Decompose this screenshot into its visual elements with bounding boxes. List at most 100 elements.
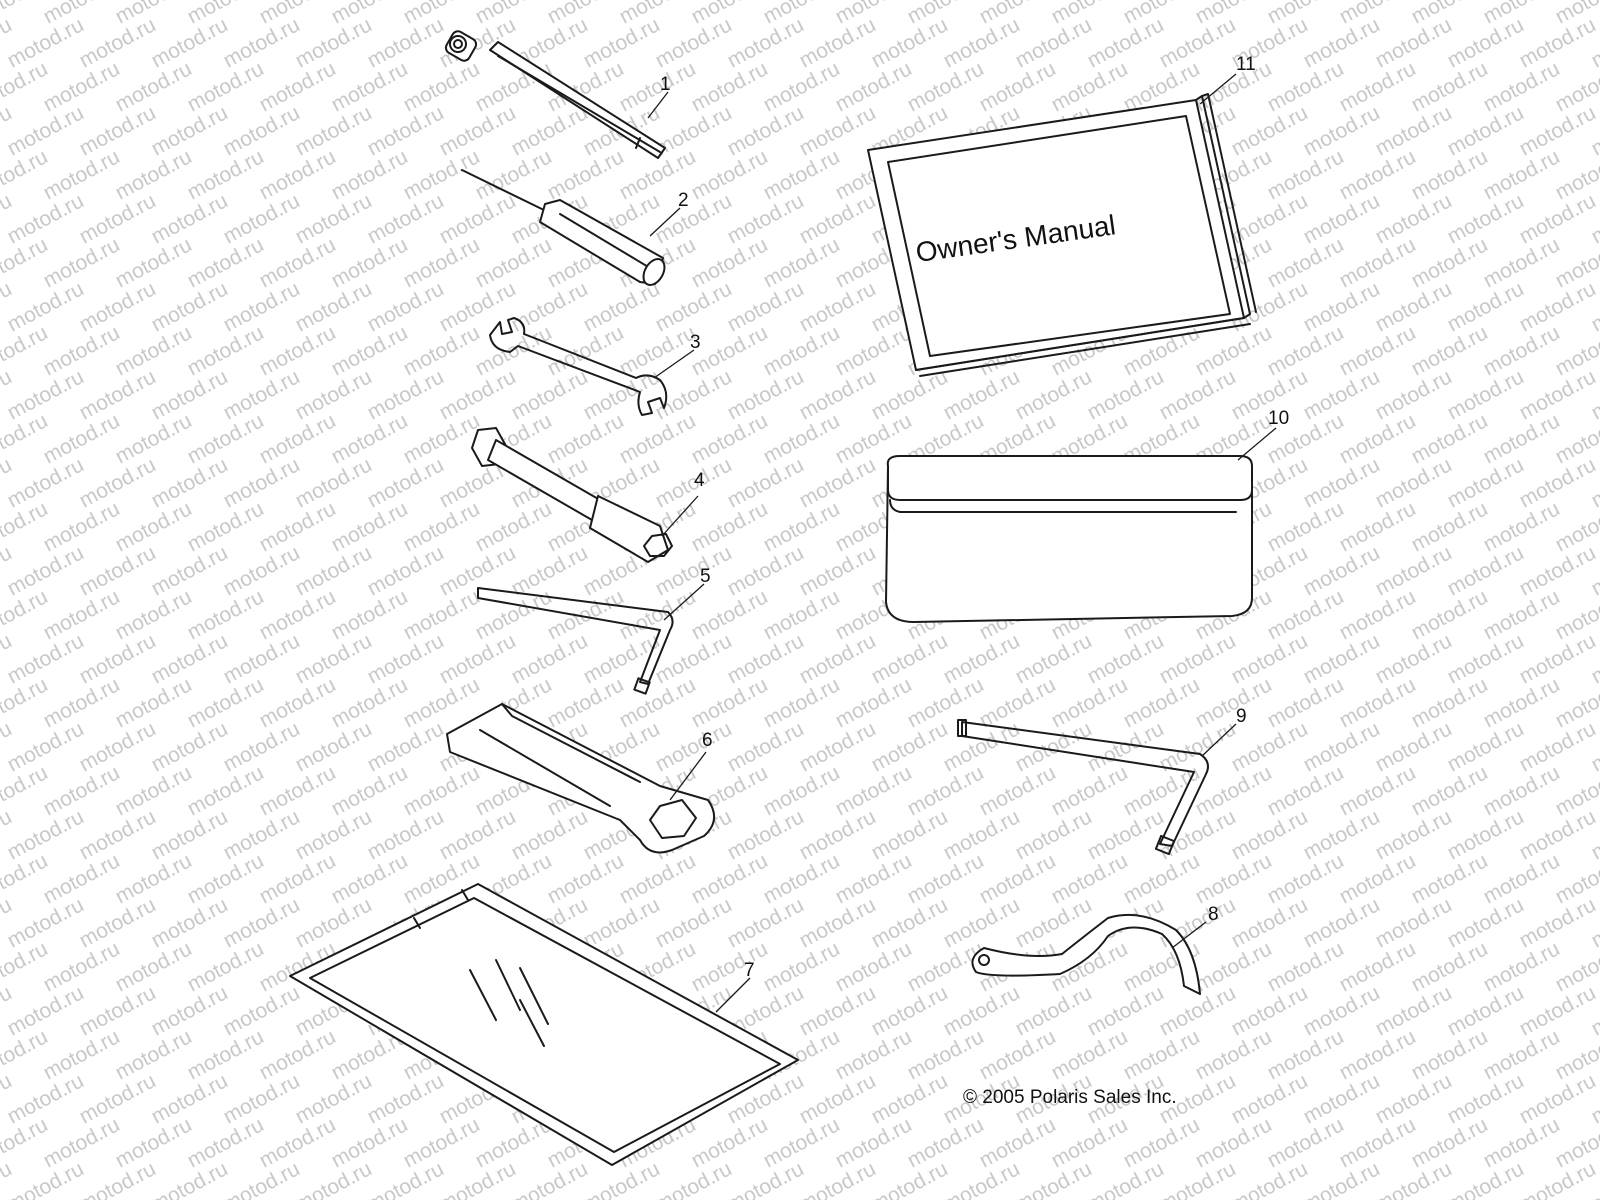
watermark-text: motod.ru — [1300, 189, 1384, 248]
watermark-text: motod.ru — [436, 101, 520, 160]
watermark-text: motod.ru — [1264, 145, 1348, 204]
watermark-text: motod.ru — [1300, 717, 1384, 776]
watermark-text: motod.ru — [724, 277, 808, 336]
watermark-text: motod.ru — [760, 321, 844, 380]
watermark-text: motod.ru — [40, 1113, 124, 1172]
watermark-text: motod.ru — [688, 57, 772, 116]
watermark-text: motod.ru — [508, 805, 592, 864]
watermark-text: motod.ru — [868, 981, 952, 1040]
watermark-text: motod.ru — [904, 761, 988, 820]
watermark-text: motod.ru — [1300, 981, 1384, 1040]
watermark-text: motod.ru — [544, 145, 628, 204]
watermark-text: motod.ru — [4, 717, 88, 776]
watermark-text: motod.ru — [1264, 673, 1348, 732]
watermark-text: motod.ru — [220, 453, 304, 512]
callout-1: 1 — [660, 74, 671, 95]
watermark-text: motod.ru — [1372, 893, 1456, 952]
watermark-text: motod.ru — [796, 541, 880, 600]
watermark-text: motod.ru — [760, 409, 844, 468]
watermark-text: motod.ru — [688, 233, 772, 292]
watermark-text: motod.ru — [1480, 321, 1564, 380]
watermark-text: motod.ru — [76, 277, 160, 336]
watermark-text: motod.ru — [1084, 365, 1168, 424]
watermark-text: motod.ru — [256, 1025, 340, 1084]
watermark-text: motod.ru — [508, 541, 592, 600]
watermark-text: motod.ru — [148, 453, 232, 512]
watermark-text: motod.ru — [1228, 981, 1312, 1040]
watermark-text: motod.ru — [1264, 761, 1348, 820]
watermark-text: motod.ru — [112, 1113, 196, 1172]
watermark-text: motod.ru — [1336, 849, 1420, 908]
watermark-text: motod.ru — [1480, 673, 1564, 732]
watermark-text: motod.ru — [40, 409, 124, 468]
watermark-text: motod.ru — [436, 629, 520, 688]
watermark-text: motod.ru — [1228, 101, 1312, 160]
watermark-text: motod.ru — [724, 13, 808, 72]
watermark-text: motod.ru — [400, 233, 484, 292]
watermark-text: motod.ru — [220, 1069, 304, 1128]
watermark-text: motod.ru — [1372, 717, 1456, 776]
watermark-text: motod.ru — [1444, 629, 1528, 688]
watermark-text: motod.ru — [184, 1113, 268, 1172]
watermark-text: motod.ru — [1300, 13, 1384, 72]
watermark-text: motod.ru — [1156, 893, 1240, 952]
watermark-text: motod.ru — [40, 497, 124, 556]
watermark-text: motod.ru — [1336, 321, 1420, 380]
watermark-text: motod.ru — [76, 453, 160, 512]
watermark-text: motod.ru — [832, 937, 916, 996]
watermark-text: motod.ru — [256, 761, 340, 820]
watermark-text: motod.ru — [4, 893, 88, 952]
watermark-text: motod.ru — [220, 717, 304, 776]
leader-10 — [1237, 427, 1277, 461]
watermark-text: motod.ru — [364, 629, 448, 688]
watermark-text: motod.ru — [1480, 497, 1564, 556]
watermark-text: motod.ru — [1408, 937, 1492, 996]
watermark-text: motod.ru — [400, 409, 484, 468]
watermark-text: motod.ru — [868, 717, 952, 776]
watermark-text: motod.ru — [112, 233, 196, 292]
watermark-text: motod.ru — [148, 1069, 232, 1128]
watermark-text: motod.ru — [1480, 849, 1564, 908]
watermark-text: motod.ru — [400, 57, 484, 116]
leader-7 — [715, 977, 751, 1013]
watermark-text: motod.ru — [904, 1113, 988, 1172]
watermark-text: motod.ru — [472, 233, 556, 292]
callout-5: 5 — [700, 566, 711, 587]
watermark-text: motod.ru — [652, 893, 736, 952]
watermark-text: motod.ru — [832, 673, 916, 732]
watermark-text: motod.ru — [1372, 805, 1456, 864]
watermark-text: motod.ru — [1264, 321, 1348, 380]
watermark-text: motod.ru — [112, 849, 196, 908]
watermark-text: motod.ru — [1372, 277, 1456, 336]
watermark-text: motod.ru — [1408, 1113, 1492, 1172]
watermark-text: motod.ru — [364, 365, 448, 424]
watermark-text: motod.ru — [364, 805, 448, 864]
watermark-text: motod.ru — [796, 189, 880, 248]
watermark-text: motod.ru — [1516, 365, 1600, 424]
watermark-text: motod.ru — [1264, 849, 1348, 908]
watermark-text: motod.ru — [616, 321, 700, 380]
watermark-text: motod.ru — [292, 277, 376, 336]
watermark-text: motod.ru — [1192, 1113, 1276, 1172]
watermark-text: motod.ru — [1192, 849, 1276, 908]
watermark-text: motod.ru — [904, 57, 988, 116]
watermark-text: motod.ru — [1300, 277, 1384, 336]
watermark-text: motod.ru — [1300, 805, 1384, 864]
watermark-text: motod.ru — [184, 761, 268, 820]
watermark-text: motod.ru — [1372, 453, 1456, 512]
watermark-text: motod.ru — [796, 1069, 880, 1128]
watermark-text: motod.ru — [328, 497, 412, 556]
watermark-text: motod.ru — [1516, 189, 1600, 248]
watermark-text: motod.ru — [1516, 277, 1600, 336]
watermark-text: motod.ru — [472, 497, 556, 556]
watermark-text: motod.ru — [148, 541, 232, 600]
watermark-text: motod.ru — [364, 101, 448, 160]
watermark-text: motod.ru — [1012, 717, 1096, 776]
watermark-text: motod.ru — [184, 585, 268, 644]
watermark-text: motod.ru — [1120, 1025, 1204, 1084]
watermark-text: motod.ru — [256, 145, 340, 204]
watermark-text: motod.ru — [544, 409, 628, 468]
watermark-text: motod.ru — [1228, 1069, 1312, 1128]
watermark-text: motod.ru — [76, 629, 160, 688]
watermark-text: motod.ru — [1480, 1113, 1564, 1172]
